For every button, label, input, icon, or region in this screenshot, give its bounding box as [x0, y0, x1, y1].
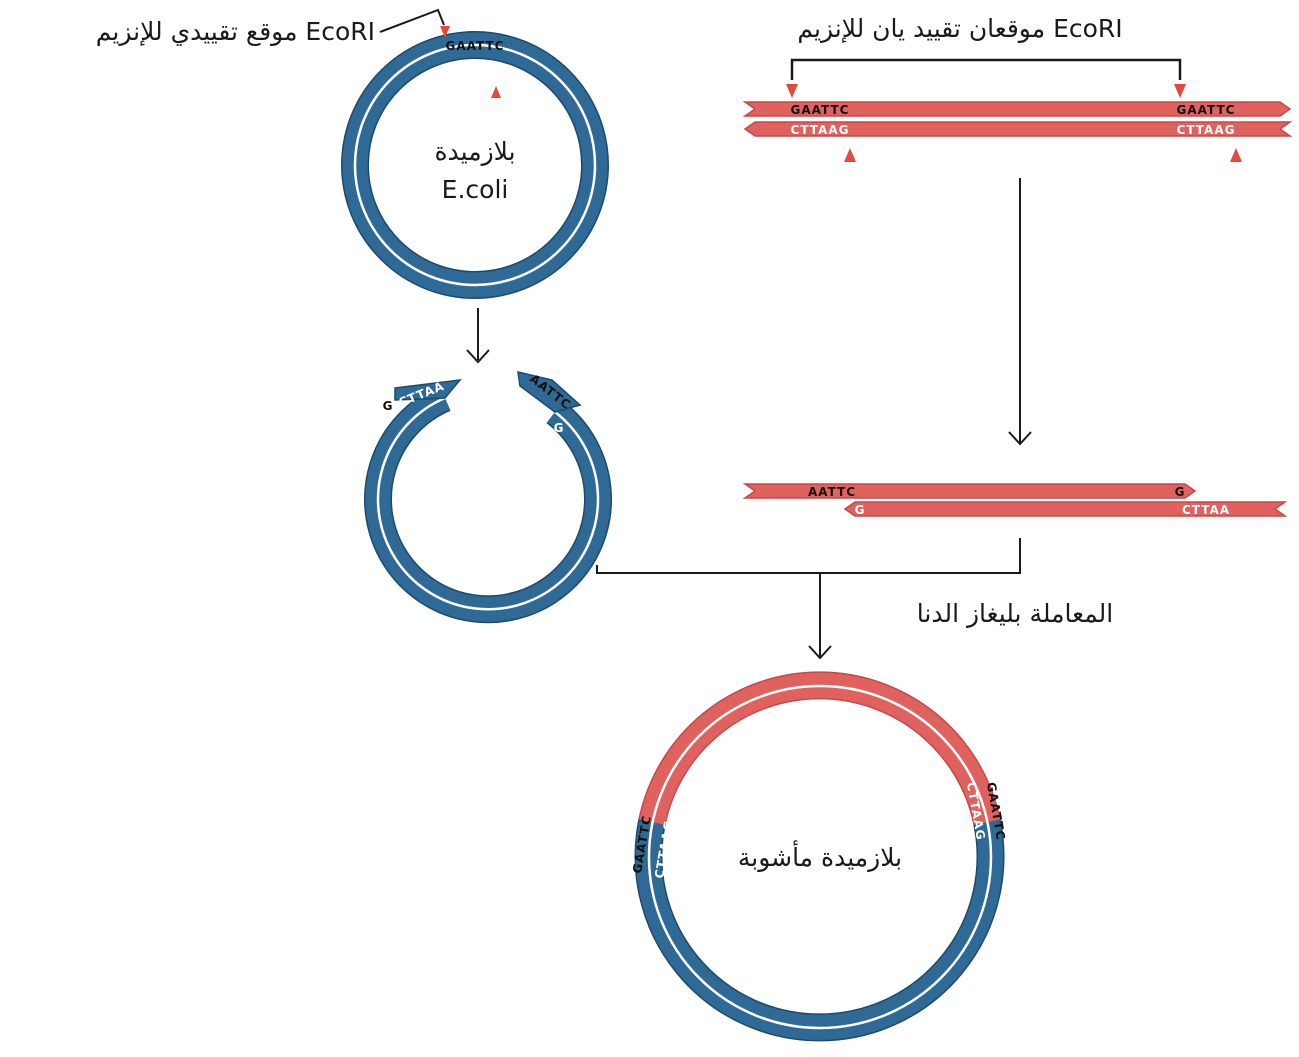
cut-plasmid: [364, 371, 612, 624]
plasmid-name: بلازميدة: [434, 137, 515, 166]
foreign-dna: [742, 101, 1293, 137]
foreign-sites-label: موقعان تقييد يان للإنزيم EcoRI: [797, 14, 1122, 44]
site1-bottom-marker-icon: [844, 148, 856, 162]
fragment-top-sticky-seq: AATTC: [808, 485, 856, 499]
foreign-sites-bracket: [790, 58, 1182, 80]
ecoli-plasmid: [341, 31, 609, 299]
ligase-label: المعاملة بليغاز الدنا: [917, 599, 1113, 628]
foreign-fragment: [742, 483, 1288, 517]
site2-bottom-seq: CTTAAG: [1177, 123, 1236, 137]
bottom-cut-marker-icon: [491, 86, 501, 98]
arrow-down-icon: [808, 645, 832, 660]
fragment-bottom-g: G: [855, 503, 866, 517]
merge-connector: [596, 538, 1021, 660]
site2-top-seq: GAATTC: [1177, 103, 1236, 117]
arrow-down-icon: [466, 308, 490, 364]
fragment-bottom-sticky-seq: CTTAA: [1182, 503, 1230, 517]
plasmid-site-pointer: [379, 8, 445, 33]
plasmid-site-top-seq: GAATTC: [446, 39, 505, 53]
fragment-top-g: G: [1175, 485, 1186, 499]
cut-right-g: G: [554, 421, 565, 435]
arrow-down-icon: [1008, 178, 1032, 446]
recombinant-label: بلازميدة مأشوبة: [738, 839, 902, 872]
top-cut-marker-icon: [440, 26, 450, 38]
plasmid-site-label: موقع تقييدي للإنزيم EcoRI: [96, 17, 375, 47]
site1-top-marker-icon: [786, 84, 798, 98]
cut-left-g: G: [383, 399, 394, 413]
site2-bottom-marker-icon: [1230, 148, 1242, 162]
site1-top-seq: GAATTC: [791, 103, 850, 117]
recombinant-plasmid: [634, 671, 1005, 1042]
site2-top-marker-icon: [1174, 84, 1186, 98]
plasmid-site-bottom-seq: CTTAAG: [446, 64, 505, 78]
plasmid-species: E.coli: [442, 175, 509, 204]
site1-bottom-seq: CTTAAG: [791, 123, 850, 137]
